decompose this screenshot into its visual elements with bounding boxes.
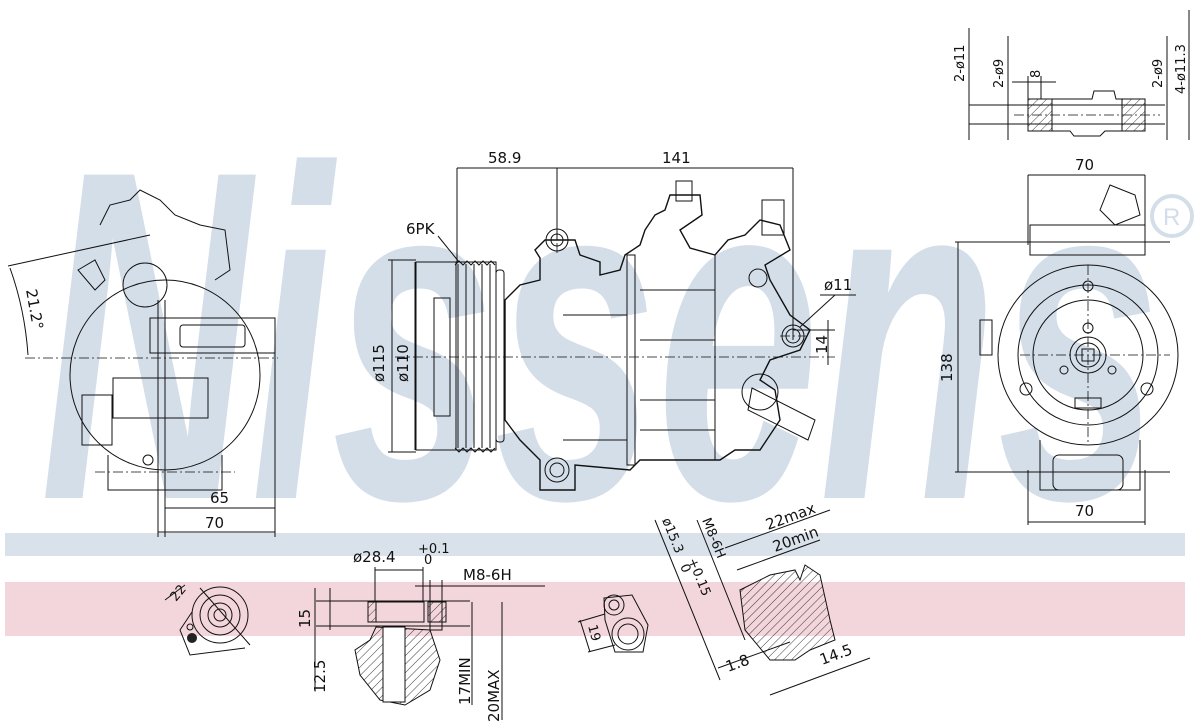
- label-m8-6h-1: M8-6H: [463, 566, 512, 584]
- dim-phi28-4: ø28.4: [353, 548, 396, 566]
- left-side-view: 21.2° 65 70: [7, 189, 278, 537]
- dim-58-9: 58.9: [488, 149, 521, 167]
- dim-phi110: ø110: [394, 344, 412, 382]
- dim-2-phi11: 2-ø11: [953, 45, 968, 82]
- label-6pk: 6PK: [406, 220, 436, 238]
- right-side-view: 70 138 70: [938, 156, 1179, 525]
- dim-15: 15: [296, 609, 314, 628]
- dim-phi28-4-tol-upper: +0.1: [418, 542, 450, 557]
- top-right-section-view: 2-ø11 2-ø9 8 2-ø9 4-ø11.3: [953, 10, 1190, 140]
- registered-mark-icon: [1150, 194, 1194, 238]
- watermark: Nissens R: [40, 73, 1194, 598]
- svg-text:R: R: [1163, 204, 1180, 231]
- dim-phi11: ø11: [824, 276, 852, 294]
- dim-65: 65: [210, 489, 229, 507]
- dim-1-8: 1.8: [723, 651, 752, 676]
- blue-band: [5, 533, 1185, 556]
- dim-141: 141: [662, 149, 691, 167]
- dim-70-bottom: 70: [1075, 502, 1094, 520]
- dim-138: 138: [938, 353, 956, 382]
- dim-2-phi9-left: 2-ø9: [992, 59, 1007, 88]
- dim-70-left: 70: [205, 514, 224, 532]
- watermark-text: Nissens: [40, 73, 1160, 598]
- dim-phi115: ø115: [370, 344, 388, 382]
- dim-20max: 20MAX: [485, 669, 503, 722]
- pink-band: [5, 582, 1185, 636]
- dim-phi28-4-tol-lower: 0: [424, 553, 432, 568]
- dim-4-phi11-3: 4-ø11.3: [1174, 44, 1189, 94]
- front-view: 58.9 141 6PK ø115 ø110: [370, 149, 856, 491]
- dim-19: 19: [584, 623, 603, 643]
- dim-2-phi9-right: 2-ø9: [1151, 59, 1166, 88]
- dim-12-5: 12.5: [311, 660, 329, 693]
- dim-14: 14: [813, 335, 831, 354]
- dim-70-top: 70: [1075, 156, 1094, 174]
- dim-17min: 17MIN: [456, 657, 474, 705]
- dim-8: 8: [1029, 70, 1044, 78]
